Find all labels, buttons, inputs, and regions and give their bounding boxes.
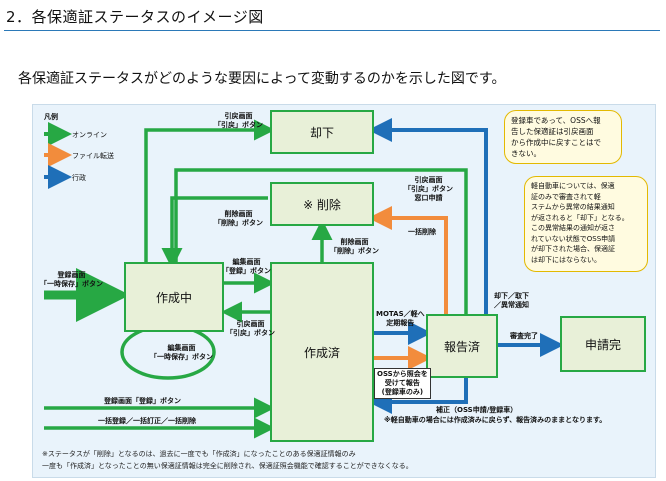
label-sakujo-mid: 削除画面「削除」ボタン [330, 238, 379, 255]
legend-title: 凡例 [44, 113, 58, 121]
legend-admin-label: 行政 [72, 174, 86, 182]
label-hikimodoshi-mid: 引戻画面「引戻」ボタン窓口申請 [404, 176, 453, 202]
label-ikkatsu: 一括登録／一括訂正／一括削除 [98, 417, 196, 425]
status-box-kyakka: 却下 [270, 110, 374, 154]
status-box-sakusei-chu: 作成中 [124, 262, 224, 332]
legend-online-label: オンライン [72, 131, 107, 139]
legend-file-label: ファイル転送 [72, 152, 114, 160]
arrow-hokokuzumi-kyakka [368, 118, 488, 314]
label-hikimodoshi-top: 引戻画面「引戻」ボタン [214, 112, 263, 129]
label-toroku-ichiji: 登録画面「一時保存」ボタン [40, 271, 103, 288]
label-hikimodoshi-low: 引戻画面「引戻」ボタン [226, 320, 275, 337]
arrow-hokokuzumi-sakujo [368, 206, 448, 314]
label-kyakka-right: 却下／取下／異常通知 [494, 292, 529, 309]
callout-oss: 登録車であって、OSSへ報告した保適証は引戻画面から作成中に戻すことはできない。 [504, 110, 622, 164]
arrow-hosei-sakuseizumi [368, 377, 468, 414]
footnote-1: ※ステータスが「削除」となるのは、過去に一度でも「作成済」になったことのある保適… [42, 450, 356, 458]
status-box-hokoku-zumi: 報告済 [426, 314, 498, 378]
section-rule [4, 30, 660, 31]
label-hosei-note: ※軽自動車の場合には作成済みに戻らず、報告済みのままとなります。 [384, 416, 607, 424]
footnote-2: 一度も「作成済」となったことの無い保適証情報は完全に削除され、保適証照会機能で確… [42, 462, 413, 470]
label-ikkatsu-sakujo: 一括削除 [408, 228, 436, 236]
arrow-hokokuzumi-sakuseichu [174, 168, 468, 314]
label-motas: MOTAS／軽へ定期報告 [376, 310, 425, 327]
section-title: 2．各保適証ステータスのイメージ図 [6, 8, 264, 26]
arrow-sakuseichu-kyakka [144, 119, 275, 262]
callout-kei: 軽自動車については、保適証のみで審査されて軽ステムから異常の結果通知が返されると… [524, 176, 648, 272]
lead-text: 各保適証ステータスがどのような要因によって変動するのかを示した図です。 [18, 71, 506, 87]
label-shinsa-kanryo: 審査完了 [510, 332, 538, 340]
status-box-sakusei-zumi: 作成済 [270, 262, 374, 442]
status-box-shinsei-kan: 申請完 [560, 316, 646, 372]
label-toroku-toroku: 登録画面「登録」ボタン [104, 397, 181, 405]
label-henshu-ichiji: 編集画面「一時保存」ボタン [150, 344, 213, 361]
label-henshu-toroku: 編集画面「登録」ボタン [222, 258, 271, 275]
status-box-sakujo: ※ 削除 [270, 182, 374, 226]
label-sakujo-left: 削除画面「削除」ボタン [214, 210, 263, 227]
label-oss: OSSから照会を受けて報告(登録車のみ) [374, 368, 431, 399]
arrow-sakujo-sakuseichu [161, 196, 268, 269]
label-hosei: 補正（OSS申請/登録車） [436, 406, 518, 414]
